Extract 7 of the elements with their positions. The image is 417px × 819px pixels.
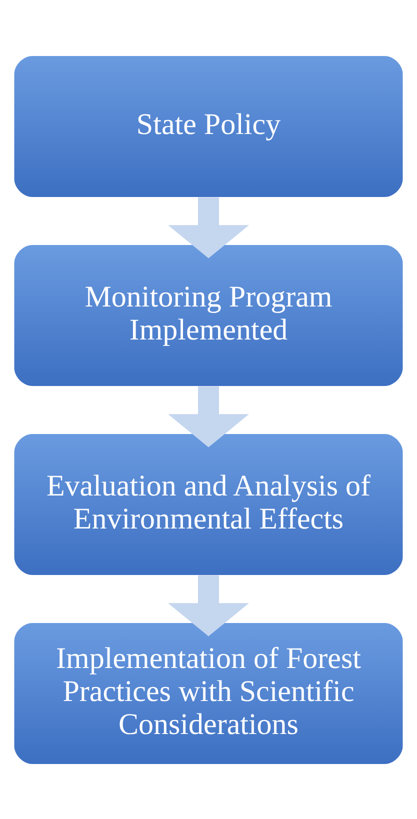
arrow bbox=[168, 574, 249, 636]
node-box: State Policy bbox=[14, 56, 403, 196]
node-box: Evaluation and Analysis of Environmental Effects bbox=[14, 434, 403, 574]
node-box: Monitoring Program Implemented bbox=[14, 244, 403, 386]
node-box: Implementation of Forest Practices with Scientific Considerations bbox=[14, 622, 403, 764]
arrow bbox=[168, 196, 249, 258]
arrow bbox=[168, 386, 249, 447]
